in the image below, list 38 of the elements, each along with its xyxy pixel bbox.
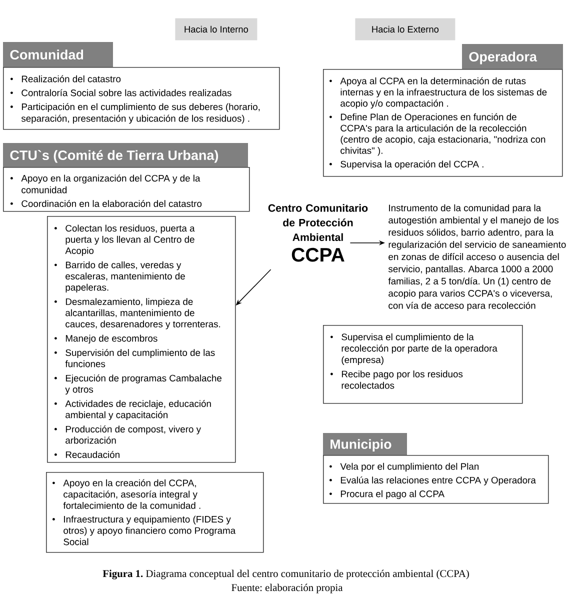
info-box <box>47 216 236 463</box>
info-box <box>46 472 264 553</box>
header-tab: Municipio <box>323 433 407 455</box>
column-heading: Hacia lo Externo <box>355 18 456 40</box>
bullet-text: Producción de compost, vivero y arborización <box>66 425 201 444</box>
bullet-text: Supervisa la operación del CCPA . <box>340 160 484 170</box>
bullet-text: Apoya al CCPA en la determinación de rutas internas y en la infraestructura de los sistemas de acopio y/o compactación . <box>340 77 547 109</box>
bullet-text: Supervisa el cumplimiento de la recolección por parte de la operadora (empresa) <box>342 333 498 365</box>
bullet-text: Define Plan de Operaciones en función de CCPA's para la articulación de la recolección (centro de acopio, caja estacionaria, "nodriza con chivitas" ). <box>340 113 546 156</box>
bullet-text: Manejo de escombros <box>66 334 158 344</box>
bullet-text: Desmalezamiento, limpieza de alcantarillas, mantenimiento de cauces, desarenadores y torrenteras. <box>66 298 220 330</box>
bullet-text: Barrido de calles, veredas y escaleras, mantenimiento de papeleras. <box>66 261 185 293</box>
bullet-text: Vela por el cumplimiento del Plan <box>340 462 479 472</box>
description-text: Instrumento de la comunidad para la autogestión ambiental y el manejo de los residuos sólidos, barrio adentro, para la regularización del servicio de saneamiento en zonas de difícil acceso o ausencia del servicio, pantallas. Abarca 1000 a 2000 familias, 2 a 5 ton/día. Un (1) centro de acopio para varios CCPA's o viceversa, con vía de acceso para recolección <box>388 204 566 311</box>
bullet-text: Infraestructura y equipamiento (FIDES y otros) y apoyo financiero como Programa Social <box>64 516 236 546</box>
header-tab: CTU`s (Comité de Tierra Urbana) <box>3 143 248 167</box>
source-note: Fuente: elaboración propia <box>232 584 343 594</box>
bullet-text: Recaudación <box>66 450 120 458</box>
caption: Figura 1. Diagrama conceptual del centro comunitario de protección ambiental (CCPA) <box>102 570 469 580</box>
bullet-text: Procura el pago al CCPA <box>340 490 444 500</box>
column-heading: Hacia lo Interno <box>175 18 258 40</box>
bullet-text: Realización del catastro <box>22 75 121 82</box>
bullet-text: Supervisión del cumplimiento de las funciones <box>65 348 215 368</box>
bullet-text: Apoyo en la organización del CCPA y de la comunidad <box>21 174 200 194</box>
title-text: Centro Comunitario de Protección Ambiental <box>268 204 368 242</box>
bullet-text: Actividades de reciclaje, educación ambiental y capacitación <box>65 400 211 420</box>
bullet-text: Participación en el cumplimiento de sus deberes (horario, separación, presentación y ubicación de los residuos) . <box>21 103 260 124</box>
acronym-text: CCPA <box>292 248 344 262</box>
bullet-text: Apoyo en la creación del CCPA, capacitación, asesoría integral y fortalecimiento de la comunidad . <box>63 479 200 509</box>
bullet-text: Evalúa las relaciones entre CCPA y Operadora <box>340 476 536 486</box>
bullet-text: Colectan los residuos, puerta a puerta y los llevan al Centro de Acopio <box>65 224 195 256</box>
bullet-text: Coordinación en la elaboración del catastro <box>22 200 202 207</box>
bullet-text: Contraloría Social sobre las actividades realizadas <box>22 89 232 96</box>
header-tab: Operadora <box>462 44 563 69</box>
header-tab: Comunidad <box>3 42 113 67</box>
info-box <box>323 325 523 404</box>
bullet-text: Recibe pago por los residuos recolectados <box>342 370 463 389</box>
bullet-text: Ejecución de programas Cambalache y otros <box>65 374 222 395</box>
